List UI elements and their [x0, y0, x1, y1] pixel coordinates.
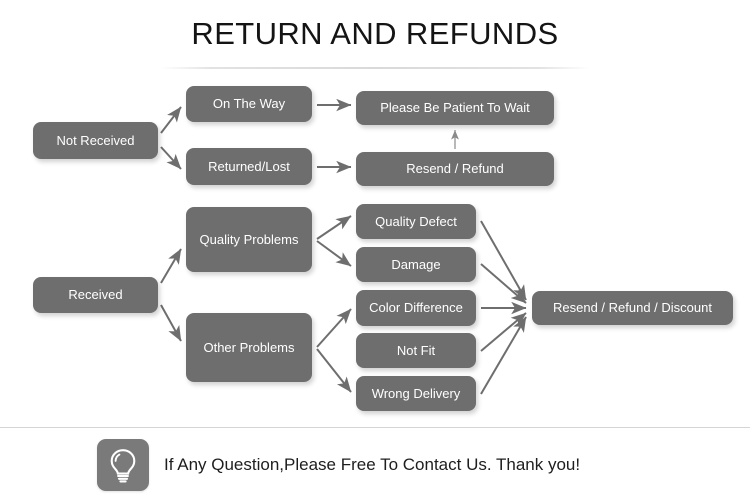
node-resend-refund-discount[interactable]: Resend / Refund / Discount — [532, 291, 733, 325]
arrow-quality-defect-to-resend-refund-discount — [480, 220, 527, 301]
node-received[interactable]: Received — [33, 277, 158, 313]
flowchart: Not Received On The Way Returned/Lost Pl… — [33, 86, 733, 411]
node-other-problems[interactable]: Other Problems — [186, 313, 312, 382]
arrow-received-to-other-problems — [160, 304, 182, 342]
node-wrong-delivery[interactable]: Wrong Delivery — [356, 376, 476, 411]
node-not-received[interactable]: Not Received — [33, 122, 158, 159]
arrow-other-problems-to-wrong-delivery — [316, 348, 352, 393]
arrow-wrong-delivery-to-resend-refund-discount — [480, 316, 527, 395]
node-quality-problems[interactable]: Quality Problems — [186, 207, 312, 272]
footer-text: If Any Question,Please Free To Contact U… — [164, 454, 581, 474]
node-damage[interactable]: Damage — [356, 247, 476, 282]
node-not-fit[interactable]: Not Fit — [356, 333, 476, 368]
flowchart-arrows — [160, 98, 527, 395]
arrow-not-received-to-returned-lost — [160, 146, 182, 170]
arrow-other-problems-to-color-difference — [316, 308, 352, 348]
lightbulb-icon — [97, 438, 149, 491]
arrow-quality-problems-to-damage — [316, 240, 352, 267]
arrow-quality-problems-to-quality-defect — [316, 215, 352, 240]
title-divider — [160, 67, 590, 69]
page-title: RETURN AND REFUNDS — [191, 16, 559, 51]
node-on-the-way[interactable]: On The Way — [186, 86, 312, 122]
arrow-received-to-quality-problems — [160, 248, 182, 284]
node-color-difference[interactable]: Color Difference — [356, 290, 476, 326]
node-please-be-patient-to-wait[interactable]: Please Be Patient To Wait — [356, 91, 554, 125]
arrow-not-received-to-on-the-way — [160, 106, 182, 134]
footer: If Any Question,Please Free To Contact U… — [97, 437, 697, 492]
arrow-damage-to-resend-refund-discount — [480, 263, 527, 304]
footer-divider — [0, 427, 750, 428]
arrow-not-fit-to-resend-refund-discount — [480, 312, 527, 352]
node-resend-refund[interactable]: Resend / Refund — [356, 152, 554, 186]
node-returned-lost[interactable]: Returned/Lost — [186, 148, 312, 185]
node-quality-defect[interactable]: Quality Defect — [356, 204, 476, 239]
